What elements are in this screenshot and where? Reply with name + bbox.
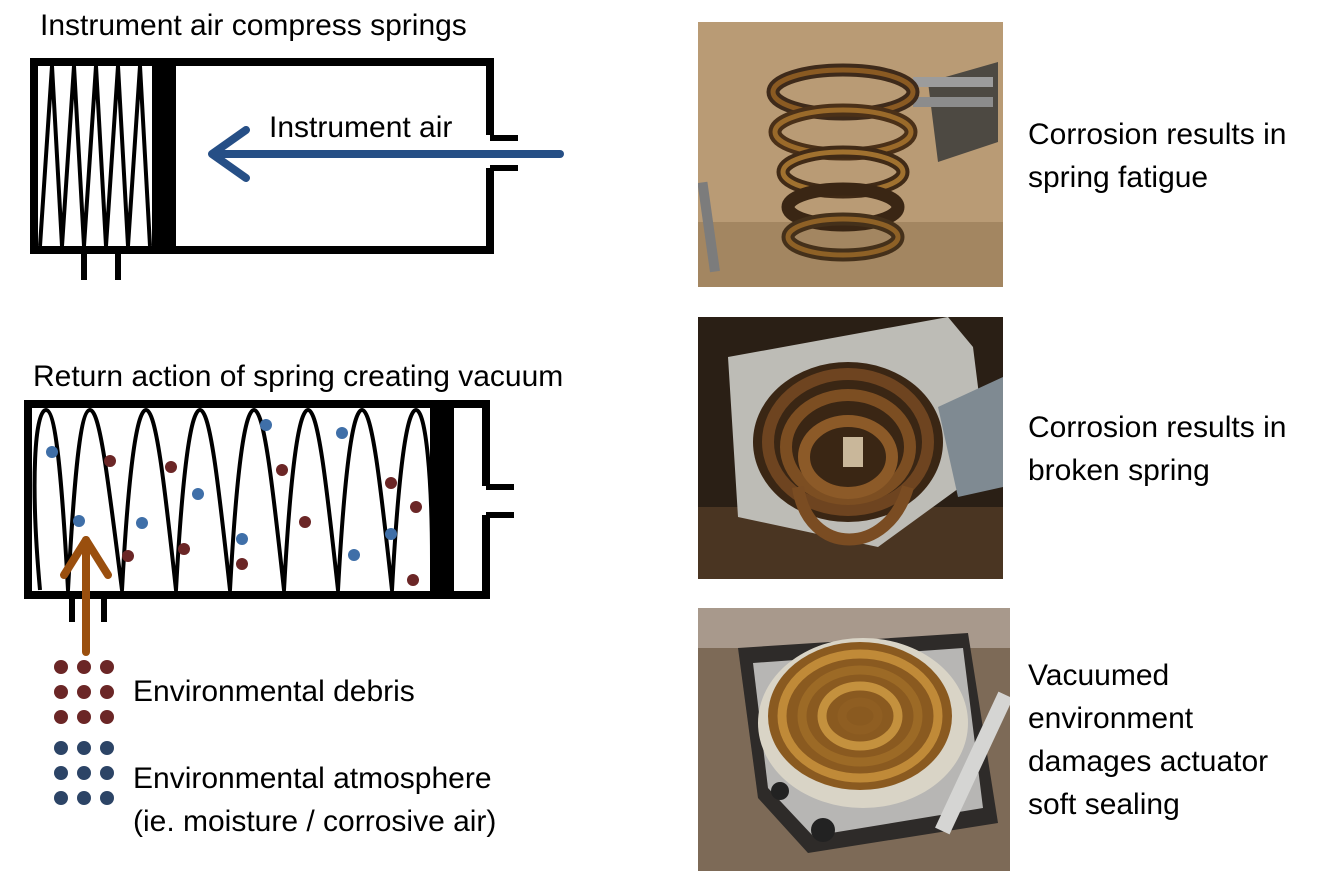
atmosphere-legend-dots [54, 741, 114, 805]
bottom-diagram-title: Return action of spring creating vacuum [33, 360, 564, 393]
legend-atmosphere-label-line2: (ie. moisture / corrosive air) [133, 805, 497, 838]
top-port-fittings [81, 135, 518, 280]
debris-legend-dots [54, 660, 114, 724]
top-diagram-title: Instrument air compress springs [40, 9, 467, 42]
bottom-piston [430, 404, 454, 595]
top-cylinder [30, 58, 494, 254]
bottom-port-fittings [69, 484, 514, 622]
bottom-extended-spring [32, 408, 434, 592]
top-compressed-spring [38, 64, 152, 248]
debris-particles [104, 455, 422, 586]
atmosphere-particles [46, 419, 397, 561]
top-piston [152, 62, 176, 250]
photo-2-caption: Corrosion results in broken spring [1028, 411, 1287, 487]
instrument-air-label: Instrument air [265, 110, 457, 146]
photo-3-caption: Vacuumed environment damages actuator so… [1028, 659, 1269, 821]
corroded-actuator-photo [698, 608, 1010, 871]
broken-spring-photo [698, 317, 1003, 579]
bottom-cylinder [24, 400, 490, 599]
legend-debris-label: Environmental debris [133, 675, 415, 708]
legend-atmosphere-label-line1: Environmental atmosphere [133, 762, 492, 795]
vacuum-intake-arrow [60, 536, 112, 656]
instrument-air-arrow [208, 126, 564, 182]
photo-1-caption: Corrosion results in spring fatigue [1028, 118, 1287, 194]
rusted-spring-photo [698, 22, 1003, 287]
